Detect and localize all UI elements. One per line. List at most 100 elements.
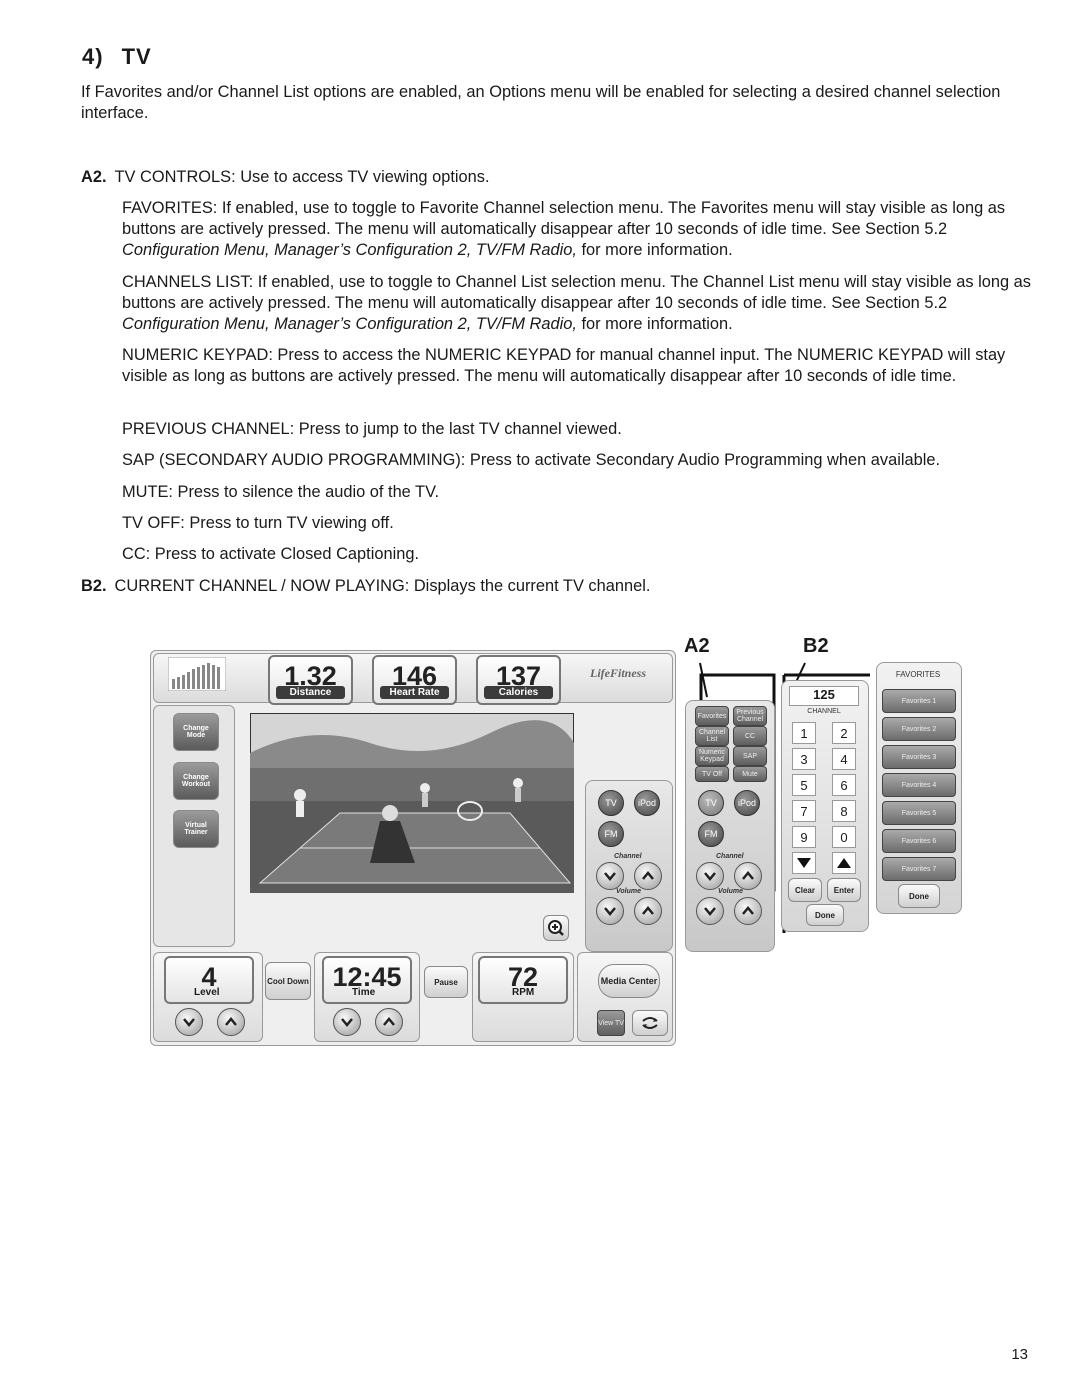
channel-down-button[interactable] [596,862,624,890]
favorites-7-button[interactable]: Favorites 7 [882,857,956,881]
time-up-button[interactable] [375,1008,403,1036]
level-down-button[interactable] [175,1008,203,1036]
section-heading: 4)TV [82,44,152,70]
virtual-trainer-button[interactable]: Virtual Trainer [173,810,219,848]
distance-caption: Distance [276,686,345,699]
cc-button[interactable]: CC [733,726,767,746]
favorites-1-button[interactable]: Favorites 1 [882,689,956,713]
key-8[interactable]: 8 [832,800,856,822]
tv-source-button[interactable]: TV [598,790,624,816]
enter-button[interactable]: Enter [827,878,861,902]
b2-label: B2. [81,577,107,595]
chevron-up-icon [225,1017,237,1026]
key-5[interactable]: 5 [792,774,816,796]
view-tv-button[interactable]: View TV [597,1010,625,1036]
key-7[interactable]: 7 [792,800,816,822]
favorites-5-button[interactable]: Favorites 5 [882,801,956,825]
channels-text: CHANNELS LIST: If enabled, use to toggle… [122,273,1031,312]
fm-source-button[interactable]: FM [598,821,624,847]
change-mode-button[interactable]: Change Mode [173,713,219,751]
key-9[interactable]: 9 [792,826,816,848]
level-up-button[interactable] [217,1008,245,1036]
channel-list-button[interactable]: Channel List [695,726,729,746]
cool-down-button[interactable]: Cool Down [265,962,311,1000]
calories-readout: 137 Calories [476,655,561,705]
favorites-4-button[interactable]: Favorites 4 [882,773,956,797]
key-3[interactable]: 3 [792,748,816,770]
tv-source-button-2[interactable]: TV [698,790,724,816]
channel-label: Channel [614,853,642,860]
tvoff-paragraph: TV OFF: Press to turn TV viewing off. [122,514,394,532]
volume-down-button-2[interactable] [696,897,724,925]
clear-button[interactable]: Clear [788,878,822,902]
callout-a2: A2 [684,635,710,657]
triangle-up-icon [837,858,851,868]
favorites-reference: Configuration Menu, Manager’s Configurat… [122,241,577,259]
channel-display-label: CHANNEL [807,708,841,715]
favorites-text: FAVORITES: If enabled, use to toggle to … [122,199,1006,238]
previous-channel-button[interactable]: Previous Channel [733,706,767,726]
chevron-down-icon [183,1018,195,1027]
b2-text: CURRENT CHANNEL / NOW PLAYING: Displays … [114,577,651,595]
a2-label: A2. [81,168,107,186]
level-value: 4 [201,962,217,992]
favorites-6-button[interactable]: Favorites 6 [882,829,956,853]
channel-display: 125 [789,686,859,706]
channel-up-button-2[interactable] [734,862,762,890]
volume-label: Volume [616,888,642,895]
ipod-source-button[interactable]: iPod [634,790,660,816]
zoom-button[interactable] [543,915,569,941]
ipod-source-button-2[interactable]: iPod [734,790,760,816]
favorites-2-button[interactable]: Favorites 2 [882,717,956,741]
time-readout: 12:45 Time [322,956,412,1004]
favorites-text-end: for more information. [576,241,733,259]
heart-rate-readout: 146 Heart Rate [372,655,457,705]
keypad-down-button[interactable] [792,852,816,874]
key-2[interactable]: 2 [832,722,856,744]
level-profile-icon [168,657,226,691]
key-0[interactable]: 0 [832,826,856,848]
level-readout: 4 Level [164,956,254,1004]
keypad-up-button[interactable] [832,852,856,874]
distance-readout: 1.32 Distance [268,655,353,705]
b2-line: B2. CURRENT CHANNEL / NOW PLAYING: Displa… [81,576,1031,597]
chevron-down-icon [341,1018,353,1027]
a2-line: A2.TV CONTROLS: Use to access TV viewing… [81,167,1031,188]
key-6[interactable]: 6 [832,774,856,796]
previous-paragraph: PREVIOUS CHANNEL: Press to jump to the l… [122,420,622,438]
tv-off-button[interactable]: TV Off [695,766,729,782]
time-down-button[interactable] [333,1008,361,1036]
swap-view-button[interactable] [632,1010,668,1036]
time-value: 12:45 [332,962,402,992]
favorites-3-button[interactable]: Favorites 3 [882,745,956,769]
chevron-up-icon [642,871,654,880]
volume-up-button[interactable] [634,897,662,925]
channel-down-button-2[interactable] [696,862,724,890]
sap-button[interactable]: SAP [733,746,767,766]
fm-source-button-2[interactable]: FM [698,821,724,847]
numeric-keypad-button[interactable]: Numeric Keypad [695,746,729,766]
key-1[interactable]: 1 [792,722,816,744]
channels-paragraph: CHANNELS LIST: If enabled, use to toggle… [122,272,1032,335]
rpm-value: 72 [507,962,539,992]
media-center-button[interactable]: Media Center [598,964,660,998]
favorites-done-button[interactable]: Done [898,884,940,908]
favorites-option-button[interactable]: Favorites [695,706,729,726]
channel-up-button[interactable] [634,862,662,890]
key-4[interactable]: 4 [832,748,856,770]
change-workout-button[interactable]: Change Workout [173,762,219,800]
rpm-caption: RPM [512,987,535,998]
mute-paragraph: MUTE: Press to silence the audio of the … [122,483,440,501]
volume-up-button-2[interactable] [734,897,762,925]
keypad-done-button[interactable]: Done [806,904,844,926]
chevron-down-icon [704,907,716,916]
mute-button[interactable]: Mute [733,766,767,782]
section-title: TV [121,44,152,69]
page-number: 13 [1011,1346,1028,1363]
volume-down-button[interactable] [596,897,624,925]
pause-button[interactable]: Pause [424,966,468,998]
level-caption: Level [194,987,220,998]
chevron-down-icon [604,872,616,881]
chevron-up-icon [383,1017,395,1026]
